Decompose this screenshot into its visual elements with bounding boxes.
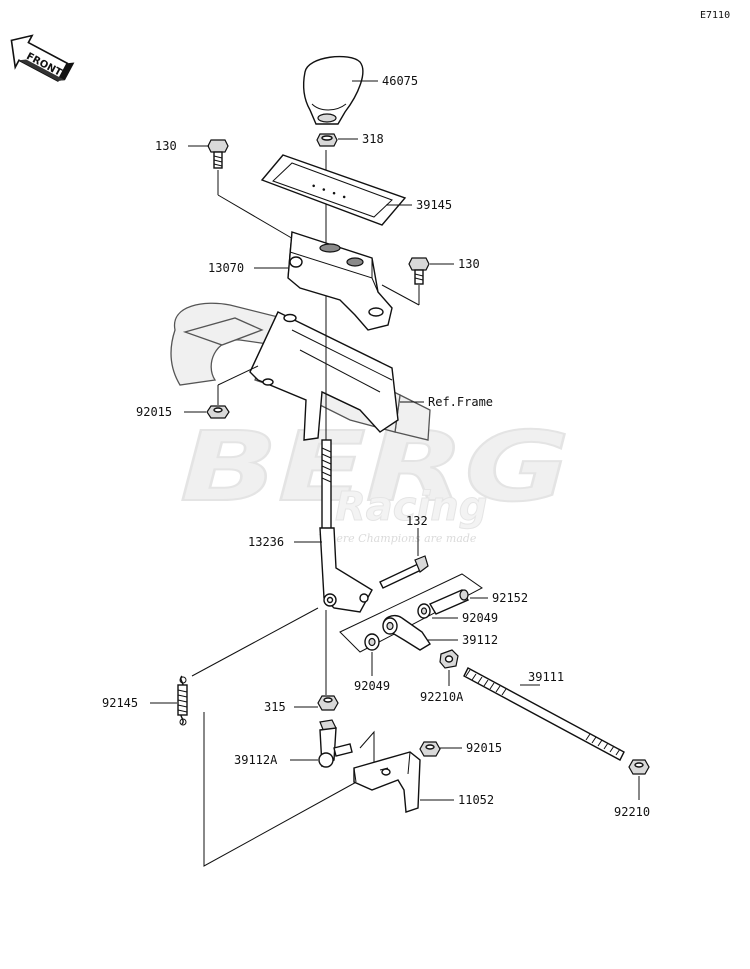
svg-text:92145: 92145 [102, 696, 138, 710]
callout-130-left: 130 [155, 139, 209, 153]
callout-39145: 39145 [386, 198, 452, 212]
nut-318 [316, 133, 338, 147]
callout-13070: 13070 [208, 261, 288, 275]
svg-text:92152: 92152 [492, 591, 528, 605]
svg-text:92210A: 92210A [420, 690, 464, 704]
shift-rod-39111 [463, 667, 625, 761]
nut-92015-lower [419, 741, 441, 757]
callout-92049-left: 92049 [354, 652, 390, 693]
callout-92210: 92210 [614, 805, 650, 819]
callout-92015-lower: 92015 [440, 741, 502, 755]
shift-housing [287, 231, 393, 331]
bolt-132 [379, 555, 429, 589]
diagram-code: E7110 [700, 10, 730, 21]
callout-92145: 92145 [102, 696, 177, 710]
svg-text:130: 130 [155, 139, 177, 153]
svg-text:11052: 11052 [458, 793, 494, 807]
svg-text:130: 130 [458, 257, 480, 271]
ball-joint-39112 [382, 614, 431, 651]
svg-text:39111: 39111 [528, 670, 564, 684]
svg-text:39112A: 39112A [234, 753, 278, 767]
watermark-logo: BERG Racing Where Champions are made [179, 410, 571, 545]
callout-46075: 46075 [352, 74, 418, 88]
svg-text:315: 315 [264, 700, 286, 714]
ball-joint-39112a [318, 719, 353, 768]
svg-text:92015: 92015 [466, 741, 502, 755]
nut-92210 [628, 759, 650, 775]
shift-lever-rod [321, 439, 332, 531]
svg-text:132: 132 [406, 514, 428, 528]
callout-130-right: 130 [430, 257, 480, 271]
washer-92049-left [364, 633, 380, 651]
callout-92049-right: 92049 [432, 611, 498, 625]
pin-92152 [428, 589, 470, 615]
shift-knob [302, 55, 364, 125]
callout-92210a: 92210A [420, 690, 464, 704]
callout-39112: 39112 [428, 633, 498, 647]
callout-132: 132 [406, 514, 428, 556]
nut-315 [317, 695, 339, 711]
shift-lever-arm [319, 527, 373, 613]
shift-gate-cover: • • • • [260, 154, 407, 226]
svg-text:92210: 92210 [614, 805, 650, 819]
bracket-11052 [353, 751, 421, 813]
spring-92145 [177, 675, 188, 726]
nut-92210a [439, 649, 459, 669]
callout-92015-upper: 92015 [136, 405, 206, 419]
washer-92049-right [417, 603, 431, 619]
watermark-brand: BERG [180, 411, 570, 523]
svg-text:318: 318 [362, 132, 384, 146]
nut-92015-upper [206, 405, 230, 419]
callout-39112a: 39112A [234, 753, 318, 767]
bolt-130-left [207, 139, 229, 169]
callout-11052: 11052 [420, 793, 494, 807]
callout-39111: 39111 [520, 670, 564, 686]
svg-text:39145: 39145 [416, 198, 452, 212]
shift-mount-bracket [249, 311, 399, 441]
svg-text:46075: 46075 [382, 74, 418, 88]
bolt-130-right [408, 257, 430, 285]
svg-text:Ref.Frame: Ref.Frame [428, 395, 493, 409]
svg-text:92049: 92049 [462, 611, 498, 625]
callout-315: 315 [264, 700, 318, 714]
front-direction-arrow-icon: FRONT [10, 34, 75, 82]
watermark-subbrand: Racing [335, 484, 487, 530]
watermark-tagline: Where Champions are made [318, 532, 477, 545]
svg-text:13070: 13070 [208, 261, 244, 275]
svg-text:39112: 39112 [462, 633, 498, 647]
callout-13236: 13236 [248, 535, 322, 549]
svg-text:13236: 13236 [248, 535, 284, 549]
svg-text:92015: 92015 [136, 405, 172, 419]
svg-text:92049: 92049 [354, 679, 390, 693]
callout-ref-frame: Ref.Frame [400, 395, 493, 409]
callout-92152: 92152 [470, 591, 528, 605]
callout-318: 318 [338, 132, 384, 146]
